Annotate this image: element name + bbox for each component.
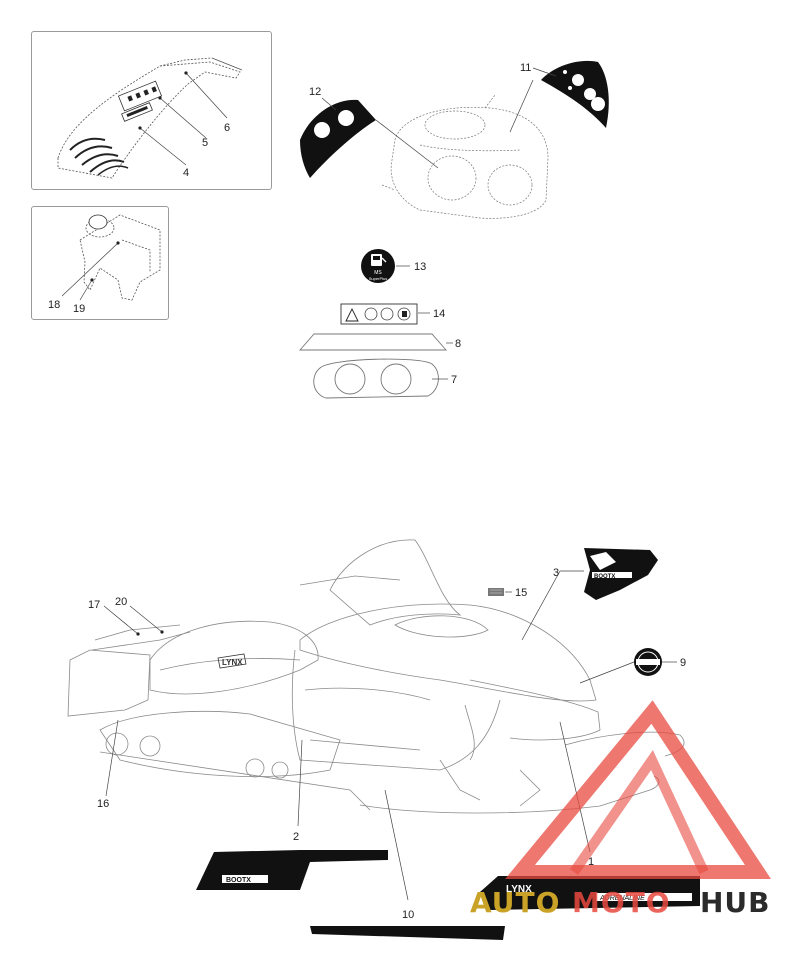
callout-2: 2 (293, 831, 299, 843)
hood-brand: LYNX (222, 658, 243, 667)
callout-6: 6 (224, 122, 230, 134)
callout-15: 15 (515, 587, 527, 599)
callout-8: 8 (455, 338, 461, 350)
callout-9: 9 (680, 657, 686, 669)
inset1-dots (138, 71, 188, 130)
decal-3-shroud (521, 548, 658, 641)
oil-tank-drawing (79, 214, 161, 301)
callout-13: 13 (414, 261, 426, 273)
badge-13-line1: MS (374, 270, 382, 276)
decal-2-side (196, 850, 388, 890)
callout-10: 10 (402, 909, 414, 921)
badge-13-line2: SuperPlus (369, 276, 387, 281)
seat-cover-drawing (57, 57, 243, 179)
callout-20: 20 (115, 596, 127, 608)
inset2-leaders (61, 242, 119, 301)
callout-1: 1 (588, 856, 594, 868)
inset2-dots (90, 241, 120, 282)
dashboard-console-drawing (381, 94, 549, 219)
callout-4: 4 (183, 167, 189, 179)
part-7-gauge-bezel (313, 358, 448, 399)
callout-11: 11 (520, 62, 531, 74)
oil-tank-cap (88, 214, 108, 230)
decal-9-badge (579, 648, 677, 684)
callout-7: 7 (451, 374, 457, 386)
decal-3-text: BOOTX (594, 574, 615, 580)
decal-1-sub: ADRENALINE (599, 895, 645, 902)
decal-14-warning-strip (340, 303, 430, 325)
watermark-text-a: AUTO (470, 886, 560, 919)
watermark-text-b: MOTO (572, 886, 671, 919)
decal-15-vent (488, 588, 512, 596)
hood-decal-mark (217, 653, 247, 669)
callout-12: 12 (309, 86, 321, 98)
callout-17: 17 (88, 599, 100, 611)
decal-11 (541, 60, 609, 129)
watermark-logo (505, 700, 772, 879)
dashboard-leaders (321, 67, 557, 169)
callout-14: 14 (433, 308, 445, 320)
snowmobile-dots (136, 630, 164, 636)
decal-1-side (480, 876, 700, 910)
inset1-leaders (139, 72, 228, 166)
watermark-text-c: HUB (700, 886, 771, 919)
part-8-lens (299, 333, 453, 351)
callout-3: 3 (553, 567, 559, 579)
seat-decal-marks (126, 86, 157, 117)
snowmobile-leaders (103, 605, 591, 901)
decal-12 (300, 99, 376, 178)
side-brand: BOOTX (226, 877, 251, 884)
callout-16: 16 (97, 798, 109, 810)
callout-19: 19 (73, 303, 85, 315)
callout-5: 5 (202, 137, 208, 149)
callout-18: 18 (48, 299, 60, 311)
decal-13-fuel-badge (361, 249, 410, 283)
decal-10-stripe (310, 926, 505, 940)
decal-1-brand: LYNX (506, 884, 532, 895)
